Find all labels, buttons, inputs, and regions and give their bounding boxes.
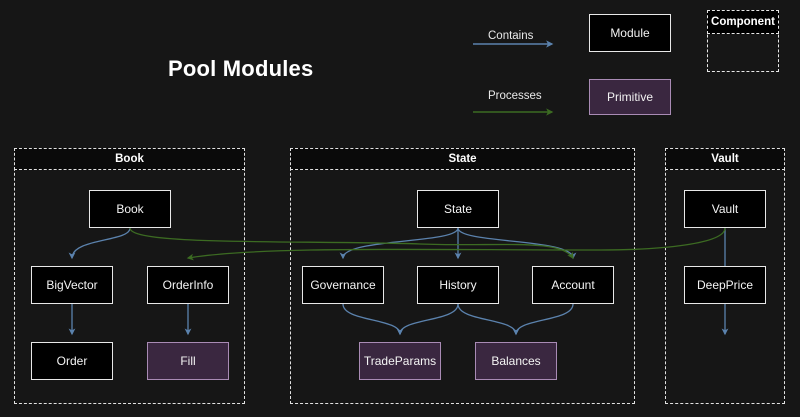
group-label-book: Book xyxy=(115,153,144,165)
group-header-book: Book xyxy=(14,148,245,170)
group-header-state: State xyxy=(290,148,635,170)
node-account[interactable]: Account xyxy=(532,266,614,304)
legend-primitive-box: Primitive xyxy=(589,79,671,115)
node-label-state: State xyxy=(443,202,473,216)
node-label-deepprice: DeepPrice xyxy=(696,278,754,292)
node-label-bigvector: BigVector xyxy=(46,278,98,292)
node-label-account: Account xyxy=(551,278,595,292)
node-bigvector[interactable]: BigVector xyxy=(31,266,113,304)
legend-contains-label: Contains xyxy=(488,30,534,42)
legend-module-box: Module xyxy=(589,14,671,52)
legend-component-header: Component xyxy=(707,10,779,34)
node-book[interactable]: Book xyxy=(89,190,171,228)
node-label-history: History xyxy=(439,278,477,292)
node-label-governance: Governance xyxy=(310,278,376,292)
node-fill[interactable]: Fill xyxy=(147,342,229,380)
node-balances[interactable]: Balances xyxy=(475,342,557,380)
legend-component-label: Component xyxy=(711,16,775,28)
node-label-order: Order xyxy=(56,354,88,368)
node-state[interactable]: State xyxy=(417,190,499,228)
node-label-vault: Vault xyxy=(711,202,739,216)
legend-primitive-label: Primitive xyxy=(606,90,653,104)
node-order[interactable]: Order xyxy=(31,342,113,380)
legend-processes-label: Processes xyxy=(488,90,542,102)
node-governance[interactable]: Governance xyxy=(302,266,384,304)
group-label-vault: Vault xyxy=(711,153,739,165)
node-vault[interactable]: Vault xyxy=(684,190,766,228)
node-tradeparams[interactable]: TradeParams xyxy=(359,342,441,380)
group-header-vault: Vault xyxy=(665,148,785,170)
group-label-state: State xyxy=(448,153,477,165)
node-history[interactable]: History xyxy=(417,266,499,304)
node-deepprice[interactable]: DeepPrice xyxy=(684,266,766,304)
node-label-orderinfo: OrderInfo xyxy=(162,278,214,292)
node-orderinfo[interactable]: OrderInfo xyxy=(147,266,229,304)
node-label-tradeparams: TradeParams xyxy=(363,354,437,368)
node-label-balances: Balances xyxy=(491,354,541,368)
node-label-book: Book xyxy=(116,202,144,216)
node-label-fill: Fill xyxy=(180,354,196,368)
legend-module-label: Module xyxy=(610,26,650,40)
page-title: Pool Modules xyxy=(168,56,314,81)
